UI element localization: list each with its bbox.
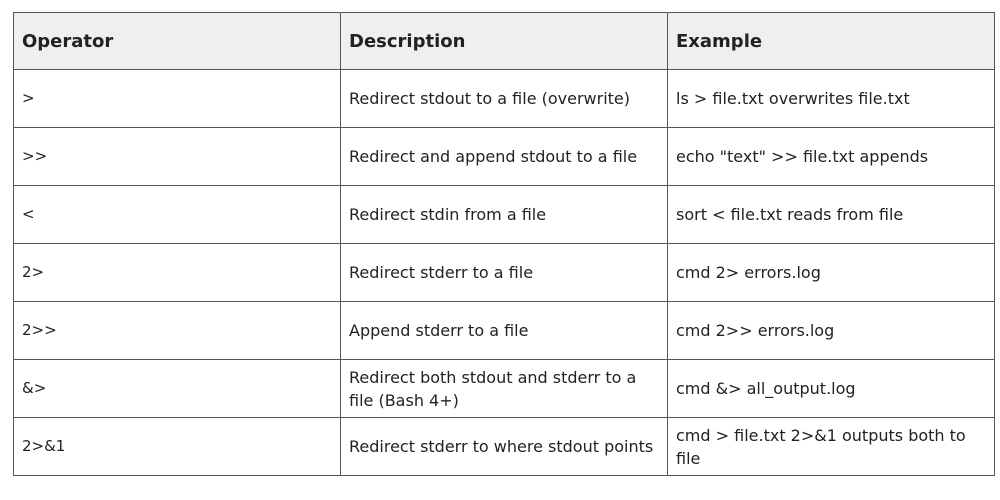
cell-example: cmd 2> errors.log (667, 243, 995, 302)
cell-operator: < (13, 185, 341, 244)
table-body: > Redirect stdout to a file (overwrite) … (13, 69, 995, 476)
table-row: &> Redirect both stdout and stderr to a … (13, 359, 995, 418)
table-row: 2>&1 Redirect stderr to where stdout poi… (13, 417, 995, 476)
cell-description: Redirect stderr to a file (340, 243, 668, 302)
cell-description: Redirect stdout to a file (overwrite) (340, 69, 668, 128)
cell-example: cmd &> all_output.log (667, 359, 995, 418)
cell-operator: &> (13, 359, 341, 418)
cell-description: Redirect and append stdout to a file (340, 127, 668, 186)
table-row: >> Redirect and append stdout to a file … (13, 127, 995, 186)
table-row: < Redirect stdin from a file sort < file… (13, 185, 995, 244)
cell-description: Redirect both stdout and stderr to a fil… (340, 359, 668, 418)
table-row: 2> Redirect stderr to a file cmd 2> erro… (13, 243, 995, 302)
table-header: Operator Description Example (13, 12, 995, 70)
cell-example: sort < file.txt reads from file (667, 185, 995, 244)
header-row: Operator Description Example (13, 12, 995, 70)
cell-operator: 2>&1 (13, 417, 341, 476)
cell-operator: >> (13, 127, 341, 186)
cell-description: Redirect stderr to where stdout points (340, 417, 668, 476)
header-operator: Operator (13, 12, 341, 70)
cell-example: cmd 2>> errors.log (667, 301, 995, 360)
table-row: 2>> Append stderr to a file cmd 2>> erro… (13, 301, 995, 360)
cell-operator: 2>> (13, 301, 341, 360)
table-row: > Redirect stdout to a file (overwrite) … (13, 69, 995, 128)
header-description: Description (340, 12, 668, 70)
cell-example: echo "text" >> file.txt appends (667, 127, 995, 186)
cell-operator: > (13, 69, 341, 128)
cell-example: ls > file.txt overwrites file.txt (667, 69, 995, 128)
cell-description: Append stderr to a file (340, 301, 668, 360)
cell-description: Redirect stdin from a file (340, 185, 668, 244)
redirection-operators-table: Operator Description Example > Redirect … (13, 12, 995, 476)
header-example: Example (667, 12, 995, 70)
cell-operator: 2> (13, 243, 341, 302)
cell-example: cmd > file.txt 2>&1 outputs both to file (667, 417, 995, 476)
